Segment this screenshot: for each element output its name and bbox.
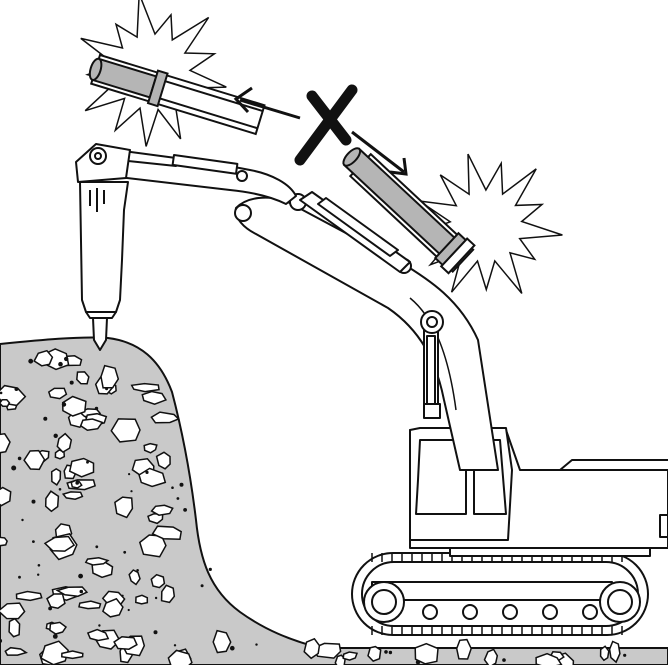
pebble xyxy=(95,545,98,548)
pebble xyxy=(75,481,79,485)
track-roller xyxy=(543,605,557,619)
rock xyxy=(62,651,83,658)
cylinder-extended-detail xyxy=(81,0,265,146)
pebble xyxy=(21,519,23,521)
pebble xyxy=(98,624,100,626)
rock xyxy=(0,400,9,407)
pebble xyxy=(15,387,19,391)
pebble xyxy=(384,650,388,654)
rock xyxy=(136,595,148,604)
cross-icon xyxy=(300,90,352,160)
rock xyxy=(52,469,61,485)
pebble xyxy=(623,654,626,657)
pebble xyxy=(180,483,184,487)
rock xyxy=(47,594,65,608)
breaker-linkage xyxy=(76,144,130,182)
pebble xyxy=(64,357,68,361)
pebble xyxy=(389,651,392,654)
rock xyxy=(63,492,82,499)
pebble xyxy=(80,590,84,594)
pebble xyxy=(130,490,132,492)
track-roller xyxy=(583,605,597,619)
pebble xyxy=(32,500,36,504)
pebble xyxy=(105,387,108,390)
pebble xyxy=(70,381,74,385)
pebble xyxy=(86,461,89,464)
hydraulic-breaker xyxy=(80,182,128,350)
pebble xyxy=(177,497,180,500)
pebble xyxy=(11,466,16,471)
pebble xyxy=(43,417,47,421)
pebble xyxy=(38,564,41,567)
pebble xyxy=(78,574,83,579)
pebble xyxy=(171,486,174,489)
pebble xyxy=(174,644,176,646)
pebble xyxy=(122,595,124,597)
rock xyxy=(9,619,20,637)
pebble xyxy=(136,569,139,572)
pebble xyxy=(128,473,130,475)
pebble xyxy=(18,576,21,579)
pebble xyxy=(145,471,148,474)
pebble xyxy=(209,568,212,571)
rock xyxy=(601,646,609,660)
pebble xyxy=(128,609,130,611)
pebble xyxy=(62,402,66,406)
pebble xyxy=(37,574,39,576)
pebble xyxy=(230,646,235,651)
rock xyxy=(77,372,89,384)
pebble xyxy=(28,359,33,364)
pebble xyxy=(48,607,52,611)
pebble xyxy=(53,634,58,639)
pebble xyxy=(54,434,58,438)
track-roller xyxy=(503,605,517,619)
pebble xyxy=(201,584,204,587)
pebble xyxy=(32,540,35,543)
pebble xyxy=(155,597,157,599)
pebble xyxy=(416,660,420,664)
excavator-track xyxy=(352,553,648,635)
rock xyxy=(457,640,472,659)
pebble xyxy=(59,488,62,491)
rock xyxy=(151,575,164,588)
rock xyxy=(79,601,101,609)
pebble xyxy=(95,407,98,410)
pebble xyxy=(255,643,257,645)
pebble xyxy=(183,508,187,512)
pebble xyxy=(58,362,63,367)
pebble xyxy=(502,658,506,662)
pebble xyxy=(18,457,22,461)
pebble xyxy=(154,630,158,634)
track-roller xyxy=(463,605,477,619)
rock xyxy=(17,592,42,601)
track-roller xyxy=(423,605,437,619)
pebble xyxy=(123,551,126,554)
